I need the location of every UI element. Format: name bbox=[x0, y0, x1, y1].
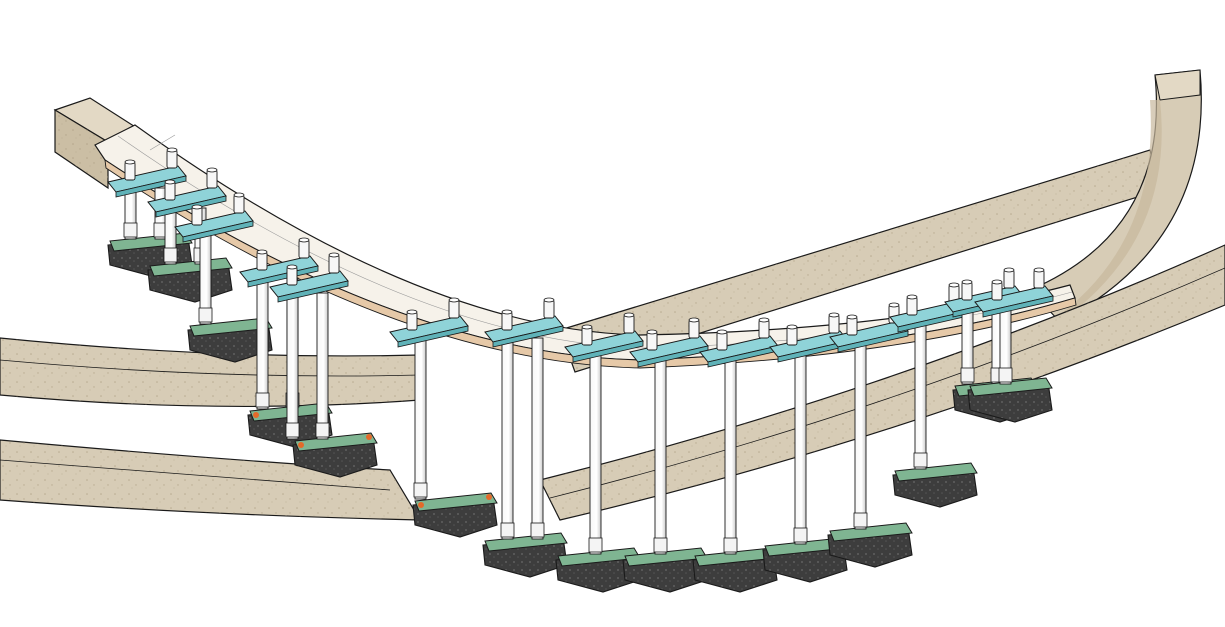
post-collar bbox=[913, 452, 928, 468]
top-pin bbox=[501, 311, 513, 331]
support-prop bbox=[174, 192, 273, 363]
support-prop bbox=[555, 312, 644, 593]
curved-concrete-wall-upper bbox=[559, 69, 1202, 373]
steel-post bbox=[589, 352, 602, 555]
top-pin bbox=[164, 181, 176, 201]
base-plate bbox=[894, 462, 978, 482]
steel-post bbox=[531, 337, 544, 540]
top-pin bbox=[1003, 269, 1015, 289]
base-plate bbox=[414, 492, 498, 512]
top-pin bbox=[191, 206, 203, 226]
top-pin bbox=[448, 299, 460, 319]
base-plate bbox=[189, 317, 273, 337]
steel-post bbox=[794, 352, 807, 545]
top-pin bbox=[166, 149, 178, 169]
support-prop bbox=[389, 297, 498, 538]
steel-post bbox=[724, 357, 737, 555]
top-pin bbox=[256, 251, 268, 271]
support-prop bbox=[967, 267, 1054, 423]
pin-marker bbox=[298, 442, 304, 448]
support-prop bbox=[622, 317, 709, 593]
base-plate bbox=[969, 377, 1053, 397]
post-collar bbox=[960, 367, 975, 383]
top-pin bbox=[623, 314, 635, 334]
top-pin bbox=[406, 311, 418, 331]
top-pin bbox=[758, 319, 770, 339]
post-collar bbox=[413, 482, 428, 498]
curved-concrete-wall-lower bbox=[0, 244, 1225, 521]
pin-marker bbox=[418, 502, 424, 508]
steel-post bbox=[256, 277, 269, 410]
left-end-block bbox=[53, 97, 142, 190]
top-pin bbox=[286, 266, 298, 286]
steel-post bbox=[414, 337, 427, 500]
post-collar bbox=[653, 537, 668, 553]
post-collar bbox=[500, 522, 515, 538]
pin-marker bbox=[366, 434, 372, 440]
top-pin bbox=[298, 239, 310, 259]
top-pin bbox=[124, 161, 136, 181]
top-pin bbox=[543, 299, 555, 319]
top-pin bbox=[581, 326, 593, 346]
top-pin bbox=[1033, 269, 1045, 289]
post-collar bbox=[123, 222, 138, 238]
post-collar bbox=[530, 522, 545, 538]
top-pin bbox=[991, 281, 1003, 301]
top-pin bbox=[646, 331, 658, 351]
post-collar bbox=[255, 392, 270, 408]
support-prop bbox=[762, 312, 849, 583]
support-props bbox=[107, 147, 1054, 593]
post-collar bbox=[998, 367, 1013, 383]
top-pin bbox=[233, 194, 245, 214]
support-prop bbox=[482, 297, 568, 578]
support-prop bbox=[269, 252, 378, 478]
steel-post bbox=[286, 292, 299, 440]
top-pin bbox=[786, 326, 798, 346]
top-pin bbox=[961, 281, 973, 301]
straight-concrete-wall-left bbox=[0, 337, 421, 408]
top-pin bbox=[206, 169, 218, 189]
top-pin bbox=[688, 319, 700, 339]
top-pin bbox=[828, 314, 840, 334]
steel-post bbox=[854, 342, 867, 530]
top-pin bbox=[906, 296, 918, 316]
steel-post bbox=[316, 292, 329, 440]
top-pin bbox=[846, 316, 858, 336]
pin-marker bbox=[486, 494, 492, 500]
steel-post bbox=[914, 322, 927, 470]
post-collar bbox=[793, 527, 808, 543]
post-collar bbox=[853, 512, 868, 528]
post-collar bbox=[163, 247, 178, 263]
steel-post bbox=[501, 337, 514, 540]
post-collar bbox=[723, 537, 738, 553]
pin-marker bbox=[253, 412, 259, 418]
base-plate bbox=[294, 432, 378, 452]
support-prop bbox=[889, 282, 978, 508]
post-collar bbox=[285, 422, 300, 438]
base-plate bbox=[829, 522, 913, 542]
steel-post bbox=[654, 357, 667, 555]
support-prop bbox=[827, 302, 913, 568]
top-pin bbox=[716, 331, 728, 351]
top-pin bbox=[328, 254, 340, 274]
post-collar bbox=[315, 422, 330, 438]
post-collar bbox=[588, 537, 603, 553]
post-collar bbox=[198, 307, 213, 323]
